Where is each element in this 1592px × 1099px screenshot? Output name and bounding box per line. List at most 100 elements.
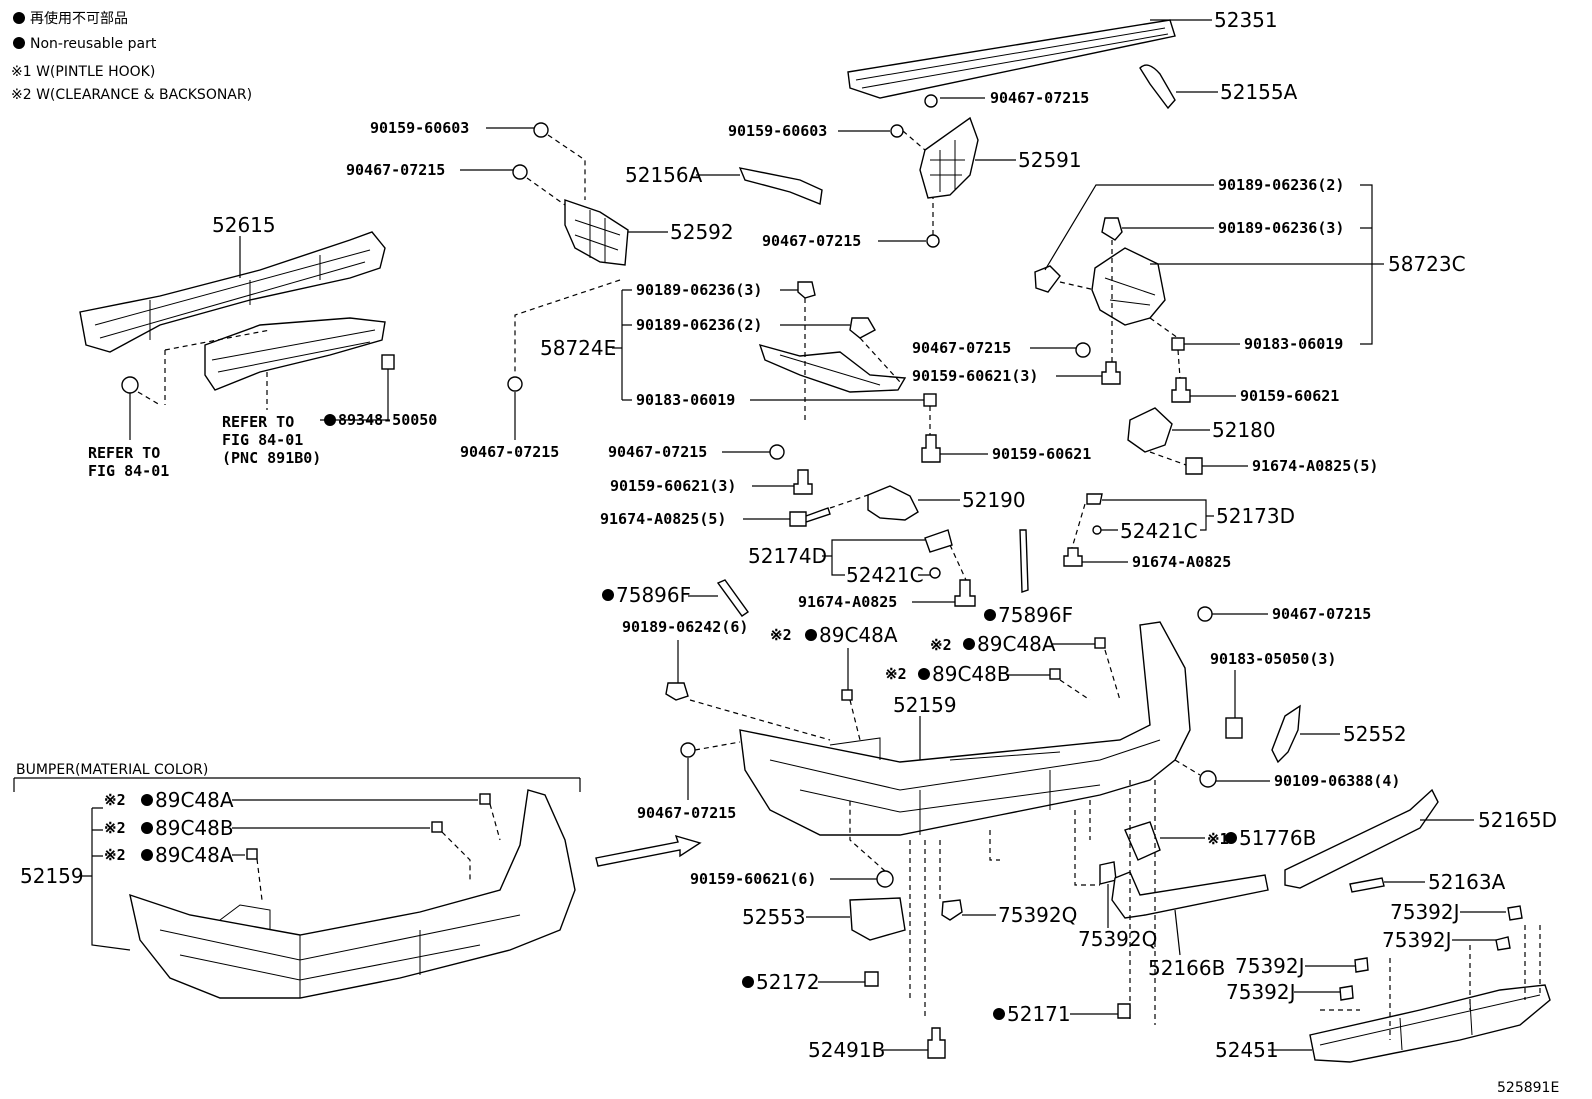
label-75392J-b: 75392J (1382, 928, 1452, 952)
mark-ref2-e: ※2 (104, 819, 126, 837)
cover-51776B-part (1124, 821, 1161, 861)
ref-b-line-1: REFER TO (222, 413, 294, 431)
label-90159-60603-b: 90159-60603 (728, 122, 827, 140)
label-52155A: 52155A (1220, 80, 1298, 104)
legend-line-3: ※1 W(PINTLE HOOK) (11, 64, 155, 80)
label-90467-07215-b: 90467-07215 (762, 232, 861, 250)
label-75392J-d: 75392J (1226, 980, 1296, 1004)
ref-a-line-1: REFER TO (88, 444, 160, 462)
label-90467-07215-c: 90467-07215 (346, 161, 445, 179)
direction-arrow-icon (595, 834, 702, 867)
reinforcement-52615-part (79, 231, 386, 353)
clip-icon (769, 444, 785, 460)
label-90109-06388-4: 90109-06388(4) (1274, 772, 1400, 790)
label-90467-07215-e: 90467-07215 (460, 443, 559, 461)
clip-75392J-icon (1507, 905, 1523, 921)
washer-icon (929, 567, 941, 579)
label-90189-06236-2b: 90189-06236(2) (636, 316, 762, 334)
label-52615: 52615 (212, 213, 276, 237)
non-reusable-dot-icon (984, 609, 996, 621)
fastener-icon (797, 281, 816, 299)
label-52165D: 52165D (1478, 808, 1557, 832)
clip-icon (1197, 606, 1213, 622)
legend-line-2: Non-reusable part (30, 36, 157, 52)
label-89C48A-a: 89C48A (819, 623, 898, 647)
ref-b-line-3: (PNC 891B0) (222, 449, 321, 467)
label-52451: 52451 (1215, 1038, 1279, 1062)
clip-75392J-icon (1354, 957, 1369, 973)
label-52553: 52553 (742, 905, 806, 929)
retainer-52592-part (564, 199, 629, 266)
non-reusable-dot-icon (324, 414, 336, 426)
diagram-code: 525891E (1497, 1080, 1559, 1096)
lower-cover-52451-part (1309, 984, 1551, 1063)
label-52173D: 52173D (1216, 504, 1295, 528)
non-reusable-dot-icon (141, 822, 153, 834)
label-52174D: 52174D (748, 544, 827, 568)
bracket-52174D-part (924, 529, 953, 553)
bracket-52156A-part (738, 167, 823, 205)
label-91674-A0825-b: 91674-A0825 (1132, 553, 1231, 571)
label-89C48A-c: 89C48A (155, 788, 234, 812)
non-reusable-dot-icon (141, 849, 153, 861)
label-90189-06236-2a: 90189-06236(2) (1218, 176, 1344, 194)
bolt-icon (954, 579, 976, 607)
absorber-part (204, 317, 386, 391)
label-58723C: 58723C (1388, 252, 1466, 276)
group-bracket (13, 777, 581, 792)
retainer-52591-part (919, 116, 979, 199)
label-51776B: 51776B (1239, 826, 1316, 850)
sensor-clip-icon (1094, 637, 1106, 649)
label-89C48A-d: 89C48A (155, 843, 234, 867)
clip-75392J-icon (1495, 936, 1511, 951)
label-90183-06019-b: 90183-06019 (636, 391, 735, 409)
mark-ref2-a: ※2 (770, 626, 792, 644)
label-90159-60621-b: 90159-60621 (992, 445, 1091, 463)
step-plate-part (847, 19, 1176, 99)
garnish-52165D-part (1284, 788, 1439, 889)
non-reusable-dot-icon (13, 37, 25, 49)
label-90467-07215-d: 90467-07215 (912, 339, 1011, 357)
clip-75392Q-icon (941, 899, 963, 921)
label-90467-07215-g: 90467-07215 (1272, 605, 1371, 623)
non-reusable-dot-icon (1225, 832, 1237, 844)
label-90159-60621-6: 90159-60621(6) (690, 870, 816, 888)
label-75896F-b: 75896F (998, 603, 1073, 627)
label-90467-07215-a: 90467-07215 (990, 89, 1089, 107)
label-90189-06236-3b: 90189-06236(3) (636, 281, 762, 299)
label-90159-60621-3b: 90159-60621(3) (610, 477, 736, 495)
clip-75392J-icon (1339, 985, 1354, 1001)
label-52351: 52351 (1214, 8, 1278, 32)
seal-75896F-part (1019, 529, 1029, 593)
clip-icon (121, 376, 139, 394)
label-89348-50050: 89348-50050 (338, 411, 437, 429)
label-90189-06242-6: 90189-06242(6) (622, 618, 748, 636)
mark-ref2-f: ※2 (104, 846, 126, 864)
legend-line-1: 再使用不可部品 (30, 10, 128, 27)
clip-icon (924, 94, 938, 108)
bolt-icon (921, 434, 941, 463)
bolt-head-icon (876, 870, 894, 888)
label-75392J-c: 75392J (1235, 954, 1305, 978)
sensor-clip-icon (1049, 668, 1061, 680)
nut-icon (1225, 717, 1243, 739)
sensor-clip-icon (431, 821, 443, 833)
label-52190: 52190 (962, 488, 1026, 512)
sensor-89348-50050-icon (381, 354, 395, 370)
bolt-52491B-icon (927, 1027, 946, 1059)
clip-icon (1075, 342, 1091, 358)
screw-icon (1185, 457, 1203, 475)
label-89C48B-b: 89C48B (155, 816, 234, 840)
label-52172: 52172 (756, 970, 820, 994)
screw-icon (533, 122, 549, 138)
label-75392J-a: 75392J (1390, 900, 1460, 924)
label-75392Q-a: 75392Q (998, 903, 1077, 927)
legend-line-4: ※2 W(CLEARANCE & BACKSONAR) (11, 87, 252, 103)
label-52171: 52171 (1007, 1002, 1071, 1026)
label-52156A: 52156A (625, 163, 703, 187)
non-reusable-dot-icon (918, 668, 930, 680)
label-90159-60621-3a: 90159-60621(3) (912, 367, 1038, 385)
sensor-clip-icon (479, 793, 491, 805)
bracket-52172-icon (864, 971, 879, 987)
